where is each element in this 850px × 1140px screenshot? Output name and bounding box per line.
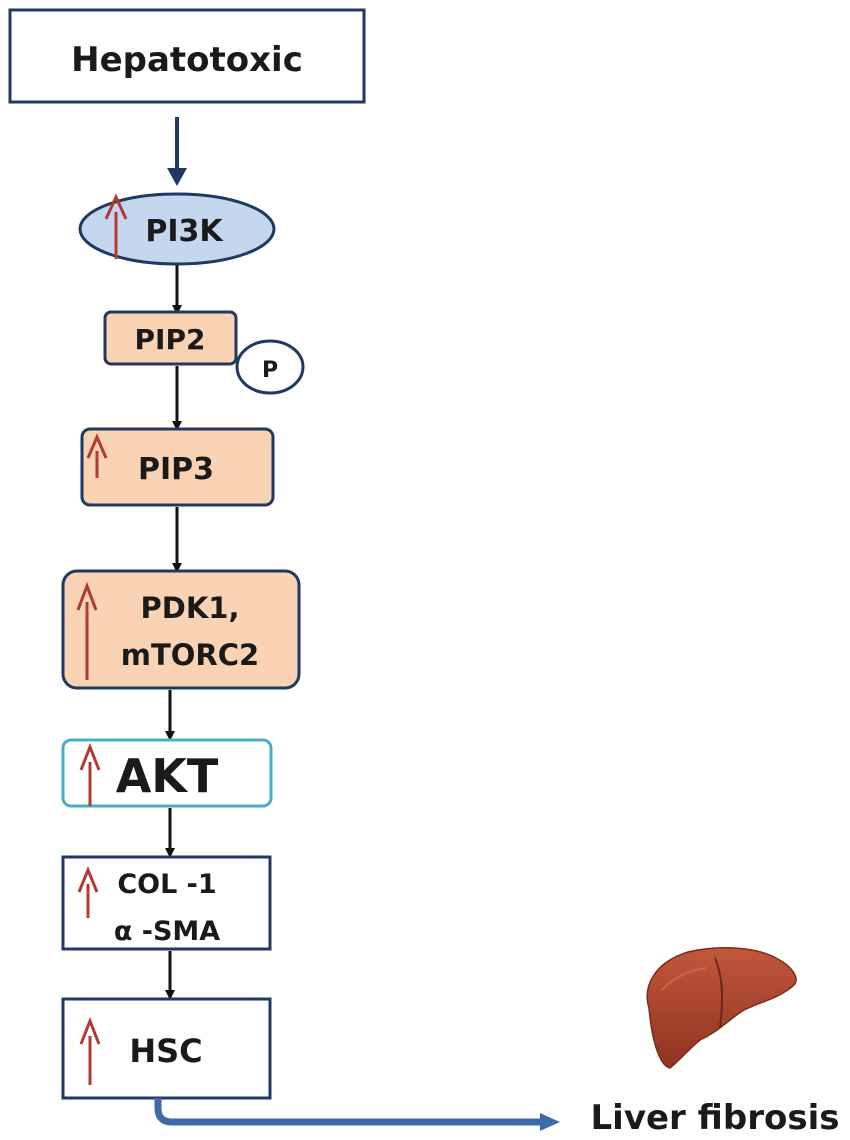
phosphate-node: P	[235, 339, 305, 395]
liver-fibrosis-label: Liver fibrosis	[591, 1098, 840, 1138]
pdk1-label: PDK1,	[141, 591, 240, 625]
mtorc2-label: mTORC2	[121, 638, 259, 672]
col1-asma-node: COL -1 α -SMA	[61, 855, 272, 951]
liver-icon	[646, 947, 797, 1069]
up-arrow-icon	[86, 433, 108, 478]
pi3k-node: PI3K	[78, 192, 276, 266]
phosphate-label: P	[262, 358, 278, 383]
pi3k-label: PI3K	[145, 214, 224, 249]
pip2-node: PIP2	[103, 310, 238, 366]
up-arrow-icon	[104, 193, 128, 259]
pip3-label: PIP3	[138, 452, 214, 487]
arrow-hsc-to-liver-fibrosis	[154, 1098, 560, 1131]
akt-node: AKT	[61, 738, 273, 808]
pip2-label: PIP2	[135, 323, 206, 356]
pdk1-mtorc2-node: PDK1, mTORC2	[61, 569, 301, 690]
up-arrow-icon	[76, 581, 98, 680]
arrow-hepatotoxic-to-pi3k	[167, 117, 187, 186]
up-arrow-icon	[79, 742, 101, 806]
asma-label: α -SMA	[114, 916, 220, 947]
pip3-node: PIP3	[80, 427, 275, 507]
akt-label: AKT	[116, 749, 219, 803]
col1-label: COL -1	[117, 869, 216, 900]
hsc-label: HSC	[129, 1032, 202, 1070]
hepatotoxic-node: Hepatotoxic	[8, 8, 366, 104]
up-arrow-icon	[79, 1016, 101, 1085]
hepatotoxic-label: Hepatotoxic	[71, 40, 303, 80]
up-arrow-icon	[77, 866, 99, 918]
hsc-node: HSC	[61, 997, 272, 1100]
